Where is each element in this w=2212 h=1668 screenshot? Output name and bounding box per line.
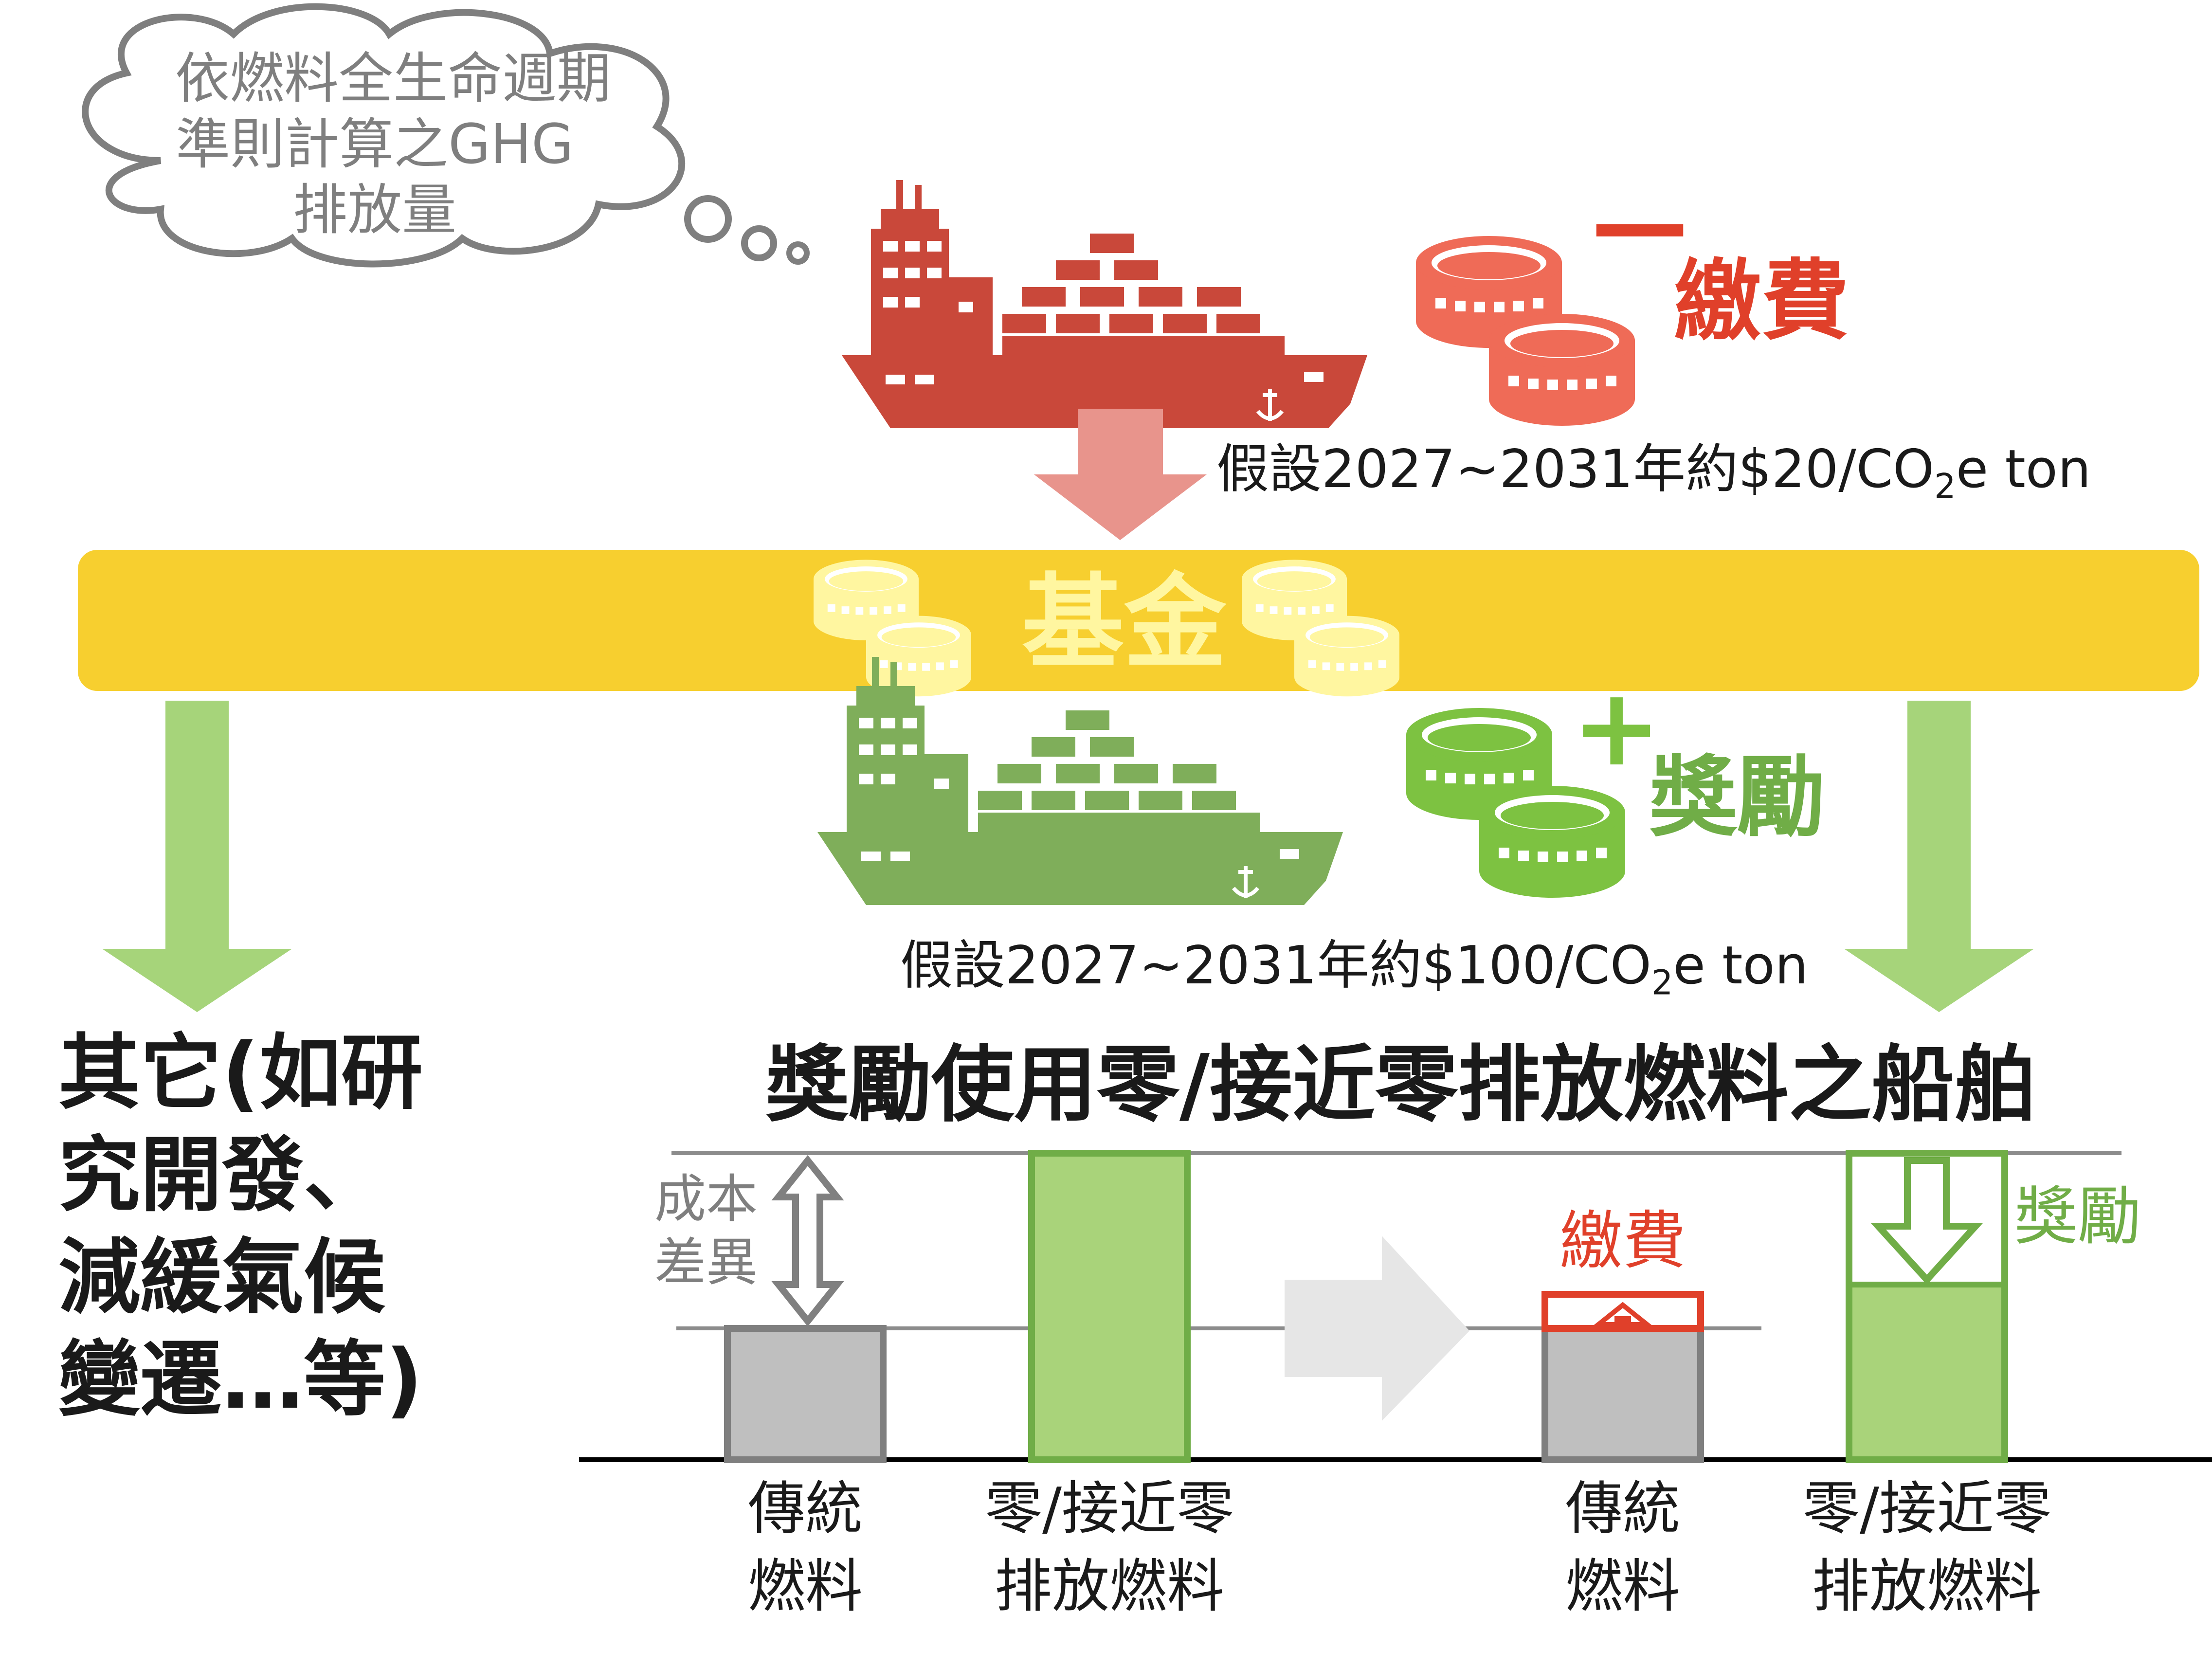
thought-bubble-line-2: 準則計算之GHG — [176, 113, 574, 176]
other-uses-text: 其它(如研 究開發、 減緩氣候 變遷…等) — [58, 1022, 423, 1431]
penalty-label: 繳費 — [1674, 251, 1849, 352]
fund-label: 基金 — [1021, 563, 1226, 682]
thought-bubble-dot-medium — [741, 225, 777, 261]
traditional-fuel-bar-left — [724, 1325, 887, 1463]
zero-emission-fuel-label-right-line-1: 零/接近零 — [1802, 1475, 2051, 1542]
thought-bubble-dot-small — [786, 241, 810, 265]
reward-rate-prefix: 假設2027~2031年約$100/CO — [900, 935, 1651, 996]
cost-gap-label: 成本 差異 — [654, 1168, 758, 1294]
reward-ship-icon — [817, 657, 1343, 905]
zero-emission-fuel-label-left: 零/接近零 排放燃料 — [963, 1469, 1255, 1625]
cost-gap-double-arrow — [771, 1155, 844, 1327]
fund-to-other-arrow — [102, 701, 292, 1012]
penalty-rate-subscript: 2 — [1934, 466, 1956, 507]
penalty-to-fund-arrow — [1034, 409, 1207, 540]
reward-down-arrow — [1870, 1157, 1983, 1285]
reward-label: 獎勵 — [1650, 747, 1825, 849]
penalty-ship-icon — [842, 180, 1367, 428]
other-uses-line-1: 其它(如研 — [58, 1025, 423, 1121]
reward-rate-subscript: 2 — [1651, 962, 1673, 1003]
traditional-fuel-label-right-line-2: 燃料 — [1565, 1553, 1680, 1620]
traditional-fuel-label-left: 傳統 燃料 — [684, 1469, 927, 1625]
thought-bubble-line-3: 排放量 — [293, 179, 456, 242]
zero-emission-fuel-bar-right-fill — [1852, 1285, 2001, 1456]
reward-overlay-label: 獎勵 — [2014, 1179, 2141, 1253]
penalty-rate-prefix: 假設2027~2031年約$20/CO — [1216, 439, 1935, 500]
thought-bubble-line-1: 依燃料全生命週期 — [175, 47, 611, 110]
penalty-overlay-box — [1541, 1291, 1704, 1332]
thought-bubble-dot-large — [684, 195, 732, 243]
fund-bar — [78, 550, 2199, 691]
cost-gap-line-2: 差異 — [654, 1233, 758, 1292]
reward-rate-text: 假設2027~2031年約$100/CO2e ton — [900, 934, 1808, 1015]
penalty-rate-suffix: e ton — [1956, 439, 2091, 500]
penalty-minus-sign: — — [1591, 167, 1688, 280]
penalty-rate-text: 假設2027~2031年約$20/CO2e ton — [1216, 438, 2091, 518]
traditional-fuel-label-right-line-1: 傳統 — [1565, 1475, 1680, 1542]
other-uses-line-4: 變遷…等) — [58, 1332, 423, 1427]
zero-emission-fuel-label-left-line-2: 排放燃料 — [994, 1553, 1224, 1620]
zero-emission-fuel-label-left-line-1: 零/接近零 — [985, 1475, 1234, 1542]
traditional-fuel-label-right: 傳統 燃料 — [1501, 1469, 1744, 1625]
traditional-fuel-label-left-line-2: 燃料 — [747, 1553, 863, 1620]
cost-gap-line-1: 成本 — [654, 1169, 758, 1229]
section-title: 獎勵使用零/接近零排放燃料之船舶 — [765, 1037, 2037, 1133]
other-uses-line-3: 減緩氣候 — [58, 1230, 385, 1325]
transition-arrow — [1285, 1236, 1469, 1421]
other-uses-line-2: 究開發、 — [58, 1127, 385, 1223]
reward-plus-sign: + — [1572, 665, 1662, 790]
thought-bubble-text: 依燃料全生命週期 準則計算之GHG 排放量 — [175, 46, 611, 243]
fund-to-reward-arrow — [1844, 701, 2034, 1012]
zero-emission-fuel-bar-left — [1028, 1150, 1191, 1463]
thought-bubble — [82, 3, 810, 268]
zero-emission-fuel-label-right-line-2: 排放燃料 — [1812, 1553, 2042, 1620]
thought-bubble-cloud — [82, 3, 686, 268]
traditional-fuel-bar-right — [1541, 1325, 1704, 1463]
penalty-overlay-label: 繳費 — [1559, 1204, 1686, 1278]
reward-rate-suffix: e ton — [1673, 935, 1809, 996]
zero-emission-fuel-label-right: 零/接近零 排放燃料 — [1781, 1469, 2073, 1625]
traditional-fuel-label-left-line-1: 傳統 — [747, 1475, 863, 1542]
